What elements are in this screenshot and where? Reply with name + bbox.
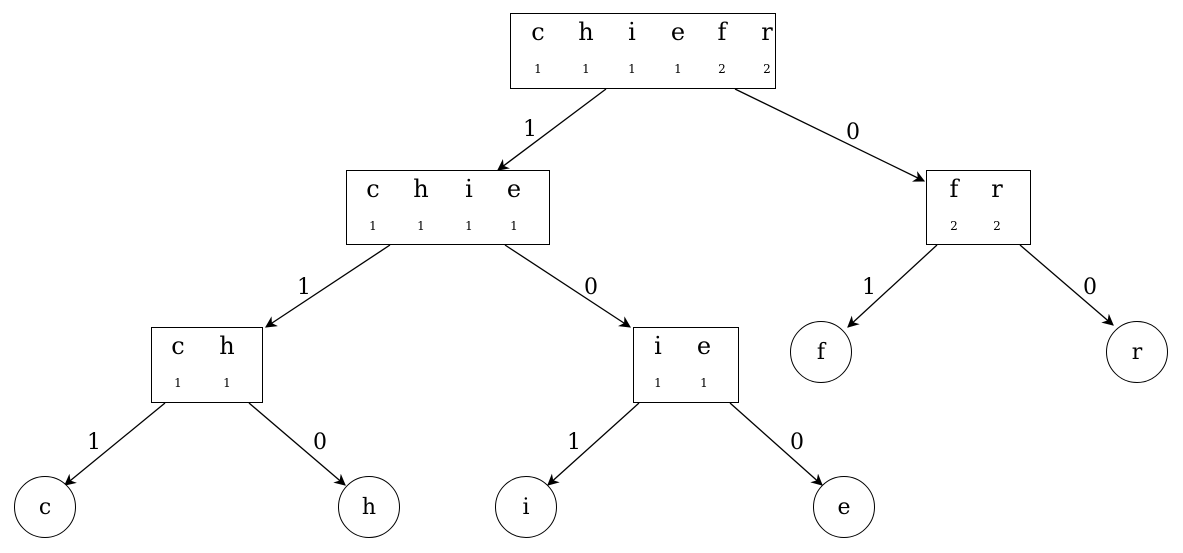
edge-label-root-left: 1 [523, 117, 537, 142]
root-count: 1 [628, 62, 636, 76]
edge-left-leftleft [265, 244, 391, 328]
left-right-symbol: e [696, 332, 712, 360]
edge-ll-h [248, 402, 346, 486]
leaf-i: i [495, 476, 557, 538]
edge-lr-e [729, 402, 823, 486]
edge-label-left-leftright: 0 [584, 275, 598, 300]
root-symbol: i [628, 18, 636, 46]
edge-label-right-f: 1 [862, 275, 876, 300]
left-left-node: c h 1 1 [151, 327, 263, 403]
left-left-symbol: h [219, 332, 235, 360]
edge-label-left-leftleft: 1 [297, 275, 311, 300]
left-right-symbol: i [654, 332, 662, 360]
edge-label-lr-i: 1 [567, 430, 581, 455]
edge-right-f [847, 244, 938, 328]
left-left-count: 1 [223, 376, 231, 390]
left-right-node: i e 1 1 [633, 327, 739, 403]
left-count: 1 [417, 219, 425, 233]
root-symbol: h [578, 18, 594, 46]
root-symbol: r [761, 18, 773, 46]
right-node: f r 2 2 [926, 170, 1031, 245]
edge-label-ll-c: 1 [87, 430, 101, 455]
leaf-r: r [1106, 321, 1168, 383]
root-count: 1 [674, 62, 682, 76]
leaf-e: e [813, 476, 875, 538]
root-count: 2 [718, 62, 726, 76]
root-node: c h i e f r 1 1 1 1 2 2 [510, 13, 776, 89]
edge-root-left [497, 88, 607, 171]
root-symbol: e [670, 18, 686, 46]
left-symbol: c [366, 175, 380, 203]
left-count: 1 [510, 219, 518, 233]
left-symbol: e [506, 175, 522, 203]
right-count: 2 [950, 219, 958, 233]
edge-right-r [1019, 244, 1114, 326]
root-symbol: f [717, 18, 727, 46]
left-node: c h i e 1 1 1 1 [346, 170, 550, 245]
edge-ll-c [64, 402, 166, 486]
right-symbol: f [949, 175, 959, 203]
left-right-count: 1 [654, 376, 662, 390]
root-symbol: c [531, 18, 545, 46]
edge-label-right-r: 0 [1083, 275, 1097, 300]
right-symbol: r [991, 175, 1003, 203]
edge-label-ll-h: 0 [313, 430, 327, 455]
left-left-count: 1 [174, 376, 182, 390]
left-symbol: i [465, 175, 473, 203]
left-count: 1 [465, 219, 473, 233]
right-count: 2 [993, 219, 1001, 233]
left-left-symbol: c [171, 332, 185, 360]
root-count: 2 [763, 62, 771, 76]
edge-label-lr-e: 0 [790, 430, 804, 455]
leaf-h: h [338, 476, 400, 538]
edge-lr-i [547, 402, 640, 486]
left-right-count: 1 [700, 376, 708, 390]
edge-left-leftright [504, 244, 631, 328]
edge-root-right [734, 88, 926, 182]
left-symbol: h [413, 175, 429, 203]
leaf-c: c [14, 476, 76, 538]
root-count: 1 [534, 62, 542, 76]
root-count: 1 [582, 62, 590, 76]
left-count: 1 [369, 219, 377, 233]
leaf-f: f [790, 321, 852, 383]
edge-label-root-right: 0 [846, 120, 860, 145]
